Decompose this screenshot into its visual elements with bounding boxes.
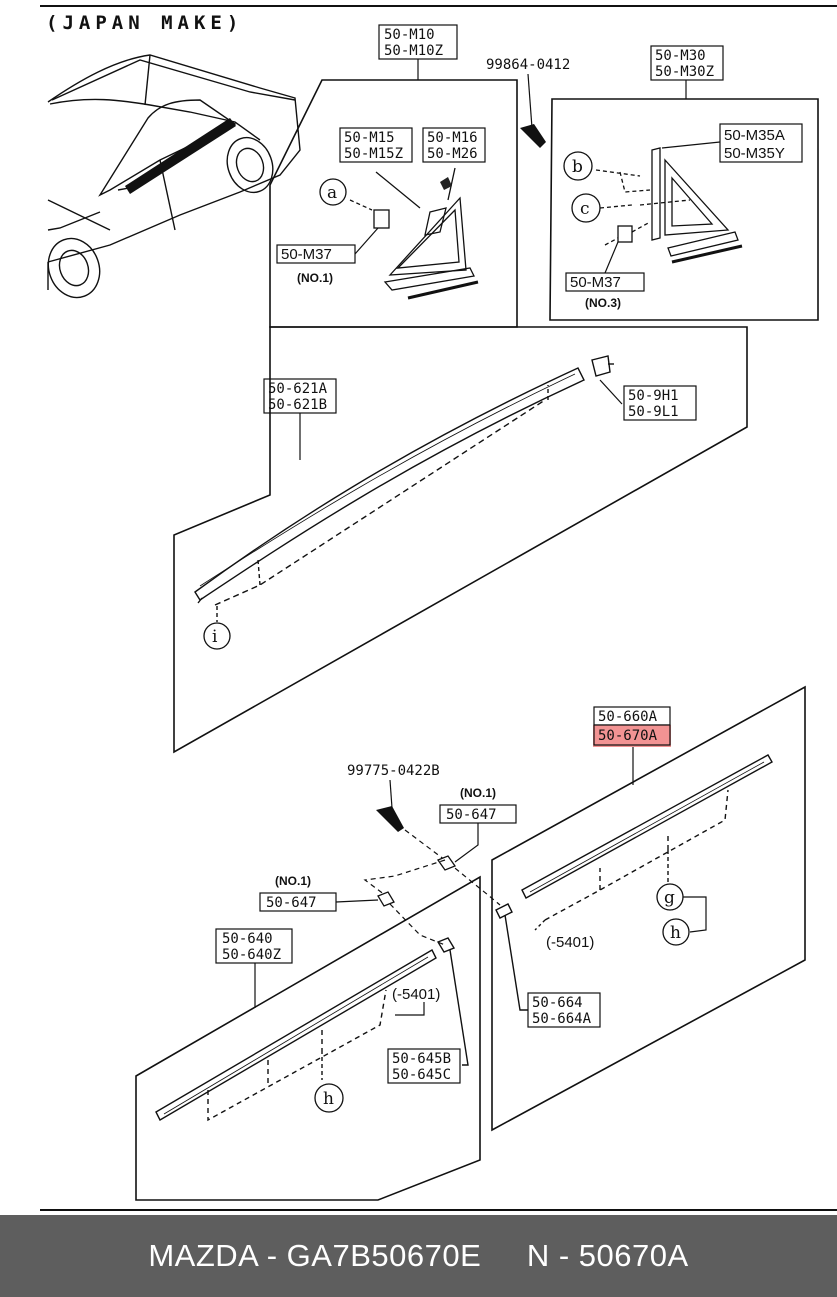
callout-g: g bbox=[664, 888, 675, 908]
label-50-m16: 50-M16 bbox=[427, 130, 478, 146]
label-50-9h1: 50-9H1 bbox=[628, 388, 679, 404]
inset-box-rear-quarter bbox=[549, 98, 819, 321]
exploded-parts-diagram: (JAPAN MAKE) 50-M10 50-M10Z 50-M15 50-M1… bbox=[40, 5, 837, 1211]
callout-i: i bbox=[212, 627, 218, 647]
label-50-m30: 50-M30 bbox=[655, 48, 706, 64]
callout-h-right: h bbox=[670, 923, 681, 943]
label-no1-left2: (NO.1) bbox=[275, 874, 311, 888]
label-50-645b: 50-645B bbox=[392, 1051, 451, 1067]
label-99864-0412: 99864-0412 bbox=[486, 57, 570, 73]
callout-h-left: h bbox=[323, 1089, 334, 1109]
footer-brand-part-number: MAZDA - GA7B50670E bbox=[148, 1238, 482, 1273]
label-50-664: 50-664 bbox=[532, 995, 583, 1011]
panel-rear-door-molding bbox=[491, 685, 806, 1132]
label-50-647-mid: 50-647 bbox=[446, 807, 497, 823]
label-50-664a: 50-664A bbox=[532, 1011, 592, 1027]
label-50-m37-left: 50-M37 bbox=[281, 246, 332, 263]
panel-roof-molding bbox=[173, 326, 748, 754]
label-50-m10: 50-M10 bbox=[384, 27, 435, 43]
label-50-640z: 50-640Z bbox=[222, 947, 281, 963]
label-50-m35y: 50-M35Y bbox=[724, 145, 785, 162]
label-no1-left: (NO.1) bbox=[297, 271, 333, 285]
callout-a: a bbox=[327, 183, 337, 203]
label-50-621b: 50-621B bbox=[268, 397, 327, 413]
label-50-m30z: 50-M30Z bbox=[655, 64, 714, 80]
car-illustration bbox=[47, 54, 301, 299]
label-no3: (NO.3) bbox=[585, 296, 621, 310]
label-50-660a: 50-660A bbox=[598, 709, 658, 725]
label-50-m10z: 50-M10Z bbox=[384, 43, 443, 59]
label-50-647-left: 50-647 bbox=[266, 895, 317, 911]
highlight-50-670a bbox=[593, 725, 671, 747]
label-ref-5401-left: (-5401) bbox=[392, 986, 440, 1003]
label-50-m37-right: 50-M37 bbox=[570, 274, 621, 291]
label-50-640: 50-640 bbox=[222, 931, 273, 947]
panel-front-door-molding bbox=[135, 875, 481, 1201]
footer-bar: MAZDA - GA7B50670E N - 50670A bbox=[0, 1215, 837, 1297]
label-50-9l1: 50-9L1 bbox=[628, 404, 679, 420]
footer-catalog-number: N - 50670A bbox=[526, 1238, 689, 1273]
diagram-title: (JAPAN MAKE) bbox=[46, 12, 243, 34]
label-50-m26: 50-M26 bbox=[427, 146, 478, 162]
label-50-645c: 50-645C bbox=[392, 1067, 451, 1083]
callout-c: c bbox=[580, 199, 590, 219]
label-50-621a: 50-621A bbox=[268, 381, 328, 397]
label-50-m15z: 50-M15Z bbox=[344, 146, 403, 162]
label-50-670a: 50-670A bbox=[598, 728, 658, 744]
callout-b: b bbox=[572, 157, 583, 177]
footer-spacer bbox=[481, 1238, 527, 1274]
label-ref-5401-right: (-5401) bbox=[546, 934, 594, 951]
label-no1-mid: (NO.1) bbox=[460, 786, 496, 800]
label-99775-0422b: 99775-0422B bbox=[347, 763, 440, 779]
label-50-m35a: 50-M35A bbox=[724, 127, 785, 144]
label-50-m15: 50-M15 bbox=[344, 130, 395, 146]
